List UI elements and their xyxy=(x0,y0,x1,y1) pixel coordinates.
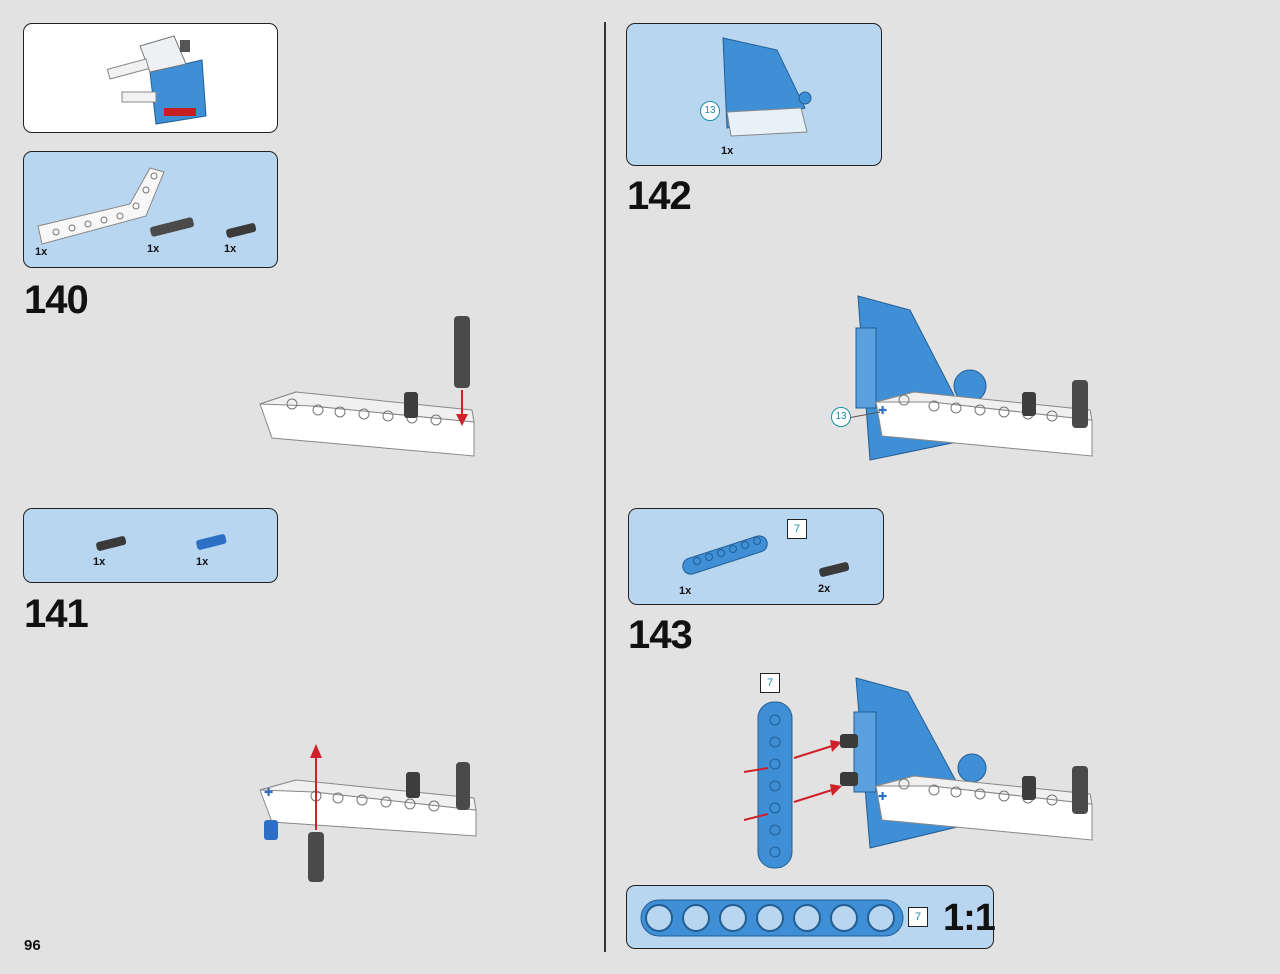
step-142-parts-box: 13 1x xyxy=(626,23,882,166)
model-callout-circle: 13 xyxy=(831,407,851,427)
pin-part-image xyxy=(819,562,850,577)
step-number: 140 xyxy=(24,278,89,322)
step-number: 141 xyxy=(24,592,89,636)
svg-text:✚: ✚ xyxy=(878,791,887,803)
page-divider xyxy=(604,22,606,952)
scale-length-callout: 7 xyxy=(908,907,928,927)
long-pin-part-image xyxy=(150,217,194,237)
step-142-model: ✚ xyxy=(847,295,1093,461)
subassembly-preview-box xyxy=(23,23,278,133)
part-qty: 1x xyxy=(35,246,48,258)
pin-part-image xyxy=(226,223,257,238)
page-number: 96 xyxy=(24,937,41,954)
part-qty: 1x xyxy=(679,585,692,597)
step-143-parts-box: 7 1x 2x xyxy=(628,508,884,605)
part-qty: 2x xyxy=(818,583,831,595)
step-number: 142 xyxy=(627,174,692,218)
part-qty: 1x xyxy=(147,243,160,255)
step-140-model xyxy=(259,316,475,457)
part-qty: 1x xyxy=(196,556,209,568)
step-141-model: ✚ xyxy=(259,744,477,882)
part-qty: 1x xyxy=(224,243,237,255)
step-number: 143 xyxy=(628,613,693,657)
part-length-callout: 7 xyxy=(787,519,807,539)
part-callout-circle: 13 xyxy=(700,101,720,121)
svg-text:✚: ✚ xyxy=(264,787,273,799)
model-length-callout: 7 xyxy=(760,673,780,693)
bent-liftarm-part-image xyxy=(37,167,165,245)
pin-part-image xyxy=(96,536,127,551)
blue-axle-pin-part-image xyxy=(196,534,227,550)
blue-panel-part-image xyxy=(722,37,812,137)
subassembly-image xyxy=(106,35,207,125)
blue-liftarm-part-image xyxy=(682,535,768,575)
step-141-parts-box: 1x 1x xyxy=(23,508,278,583)
svg-text:✚: ✚ xyxy=(878,405,887,417)
part-qty: 1x xyxy=(721,145,734,157)
step-140-parts-box: 1x 1x 1x xyxy=(23,151,278,268)
scale-ruler-beam xyxy=(640,899,904,937)
part-qty: 1x xyxy=(93,556,106,568)
scale-ruler-box: 7 1:1 xyxy=(626,885,996,949)
step-143-model: ✚ xyxy=(743,677,1093,869)
scale-label: 1:1 xyxy=(943,897,996,939)
